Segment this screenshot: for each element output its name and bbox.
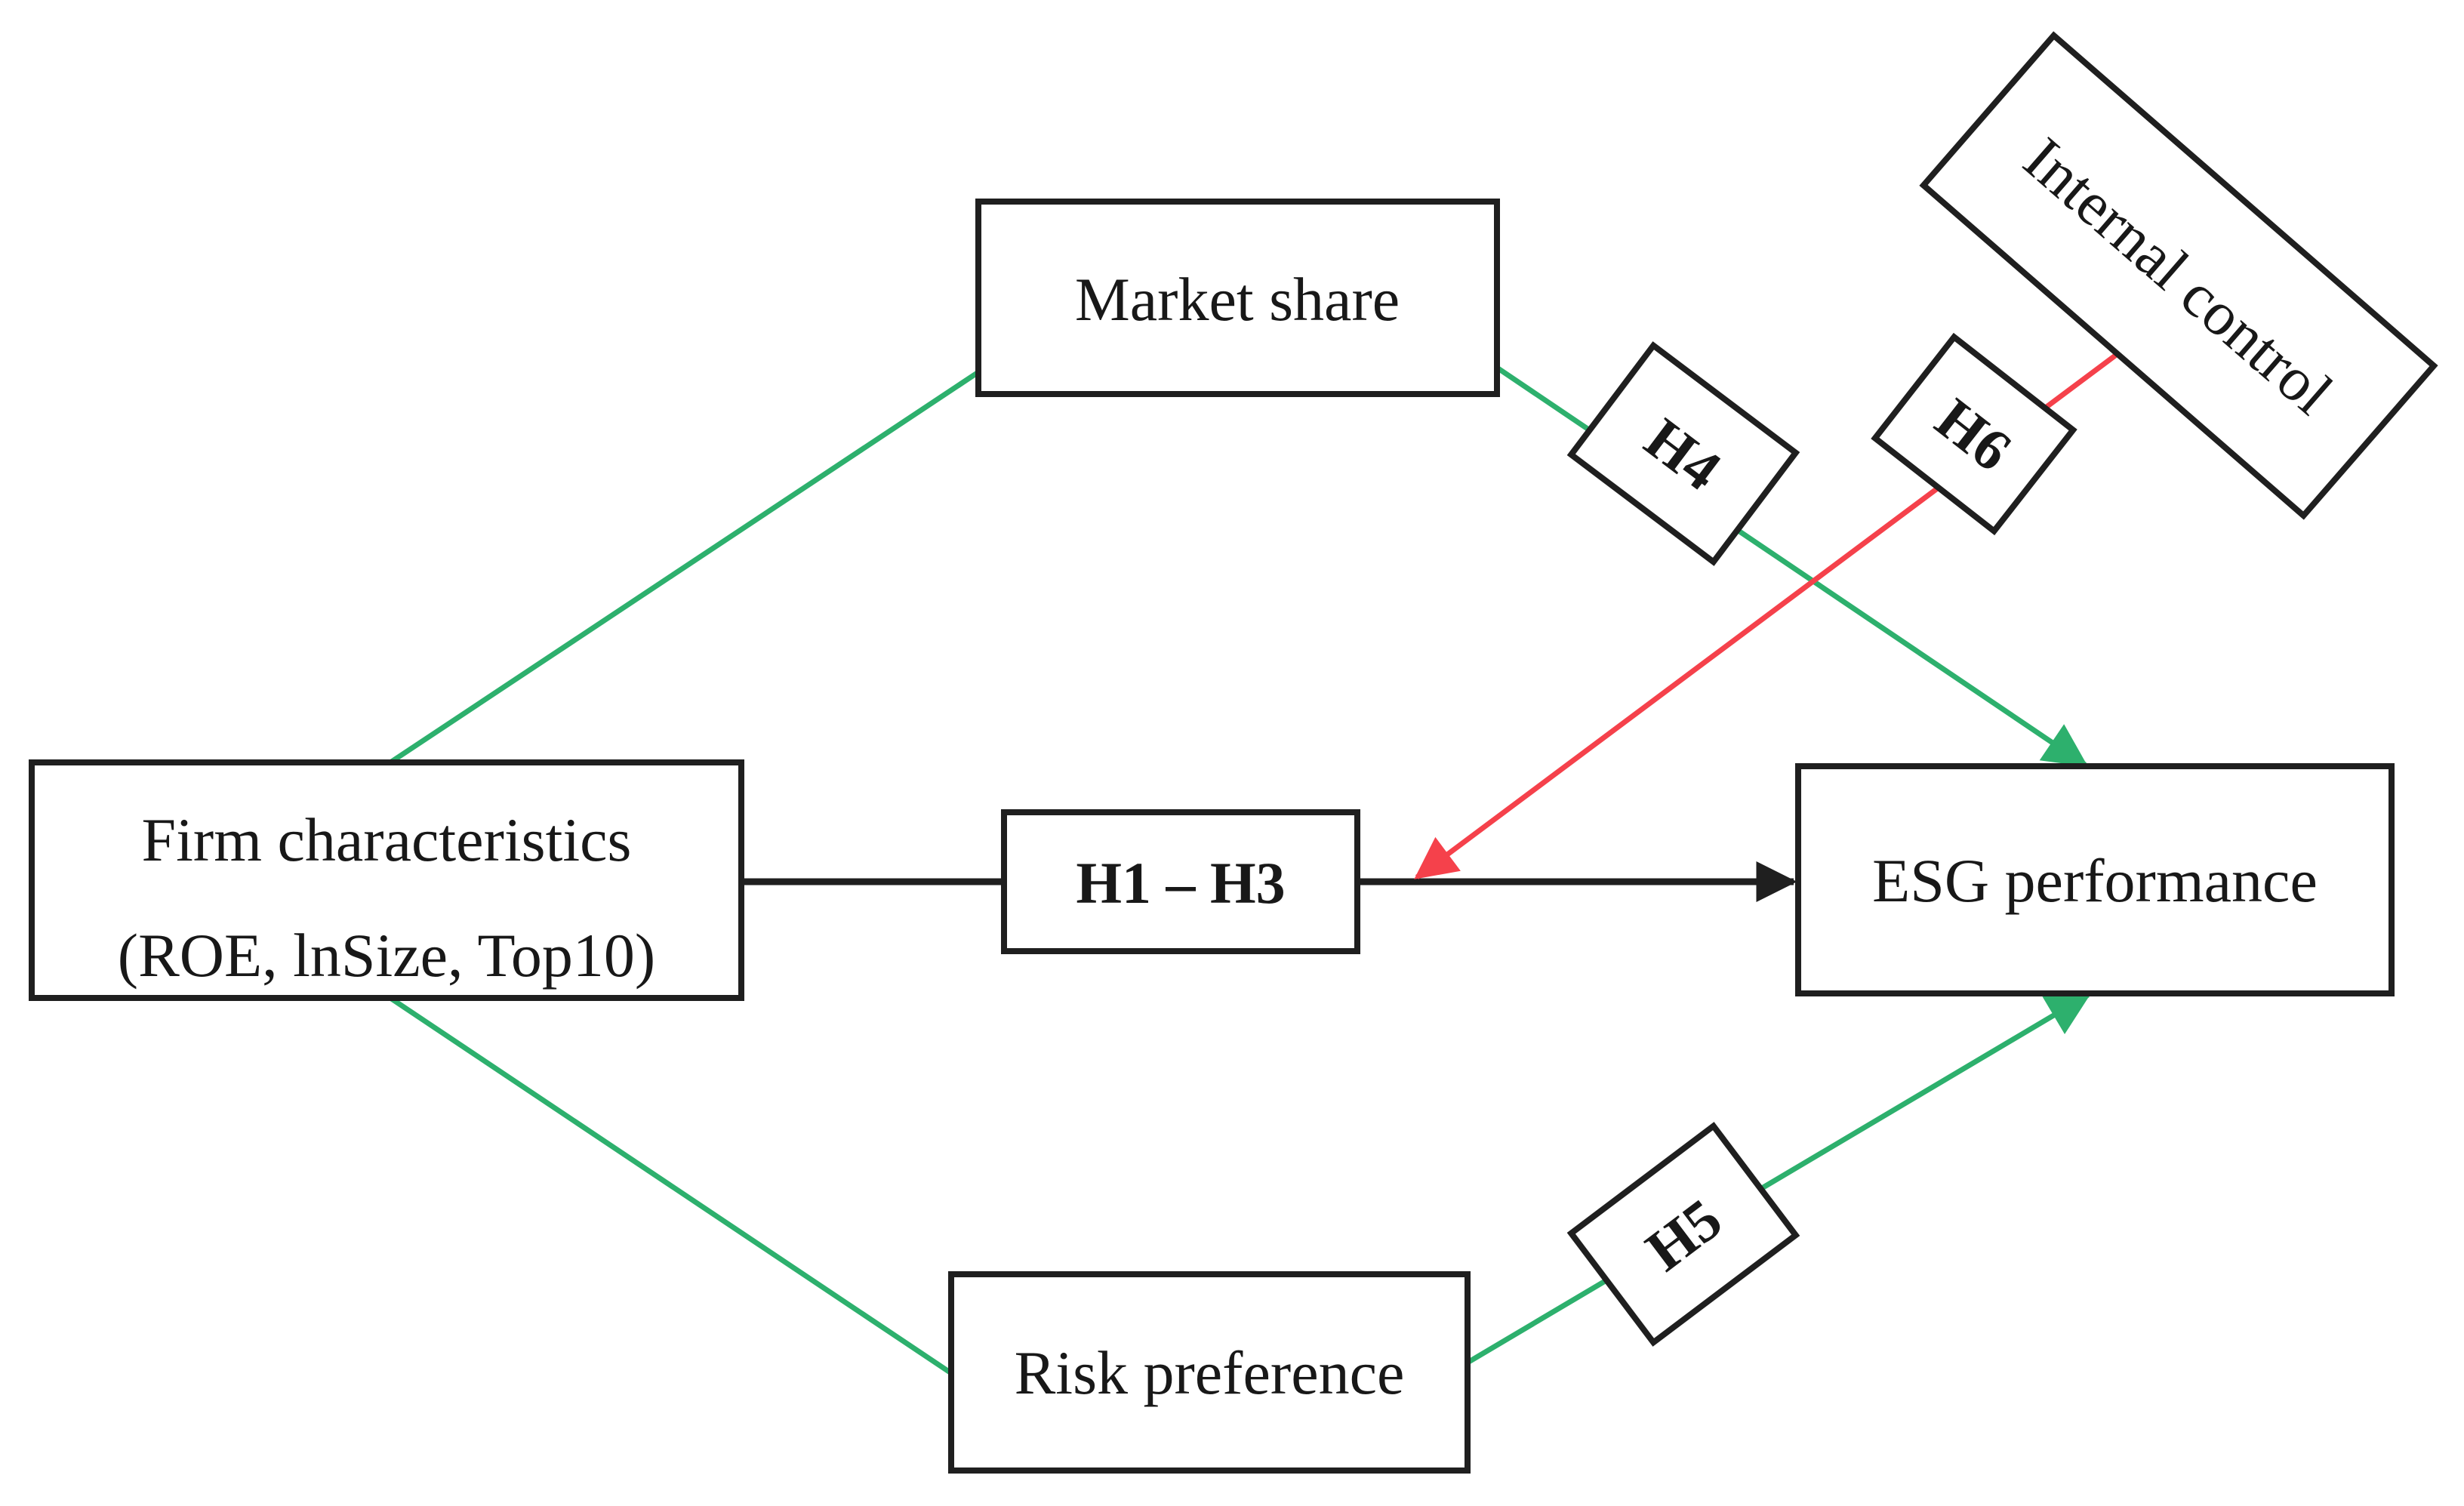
edge-firm-to-market-line xyxy=(389,370,980,765)
esg-performance-label: ESG performance xyxy=(1872,846,2318,915)
node-market-share-box xyxy=(975,199,1500,397)
edge-risk-to-esg-line xyxy=(1466,992,2092,1366)
market-share-label: Market share xyxy=(1075,265,1400,334)
node-esg-performance-box xyxy=(1795,763,2395,996)
node-firm-characteristics-box xyxy=(29,759,744,1001)
node-h1-h3-box xyxy=(1001,809,1360,954)
h1-h3-label: H1 – H3 xyxy=(1076,850,1285,916)
node-h5-box xyxy=(1566,1122,1800,1347)
firm-characteristics-label-line2: (ROE, lnSize, Top10) xyxy=(118,921,655,990)
firm-characteristics-label-line1: Firm characteristics xyxy=(142,805,632,874)
edge-firm-to-risk-line xyxy=(389,996,953,1375)
node-h4-box xyxy=(1566,341,1800,566)
node-internal-control-box xyxy=(1919,31,2438,520)
risk-preference-label: Risk preference xyxy=(1015,1338,1405,1407)
node-h6-box xyxy=(1871,332,2077,536)
node-risk-preference-box xyxy=(948,1271,1471,1474)
